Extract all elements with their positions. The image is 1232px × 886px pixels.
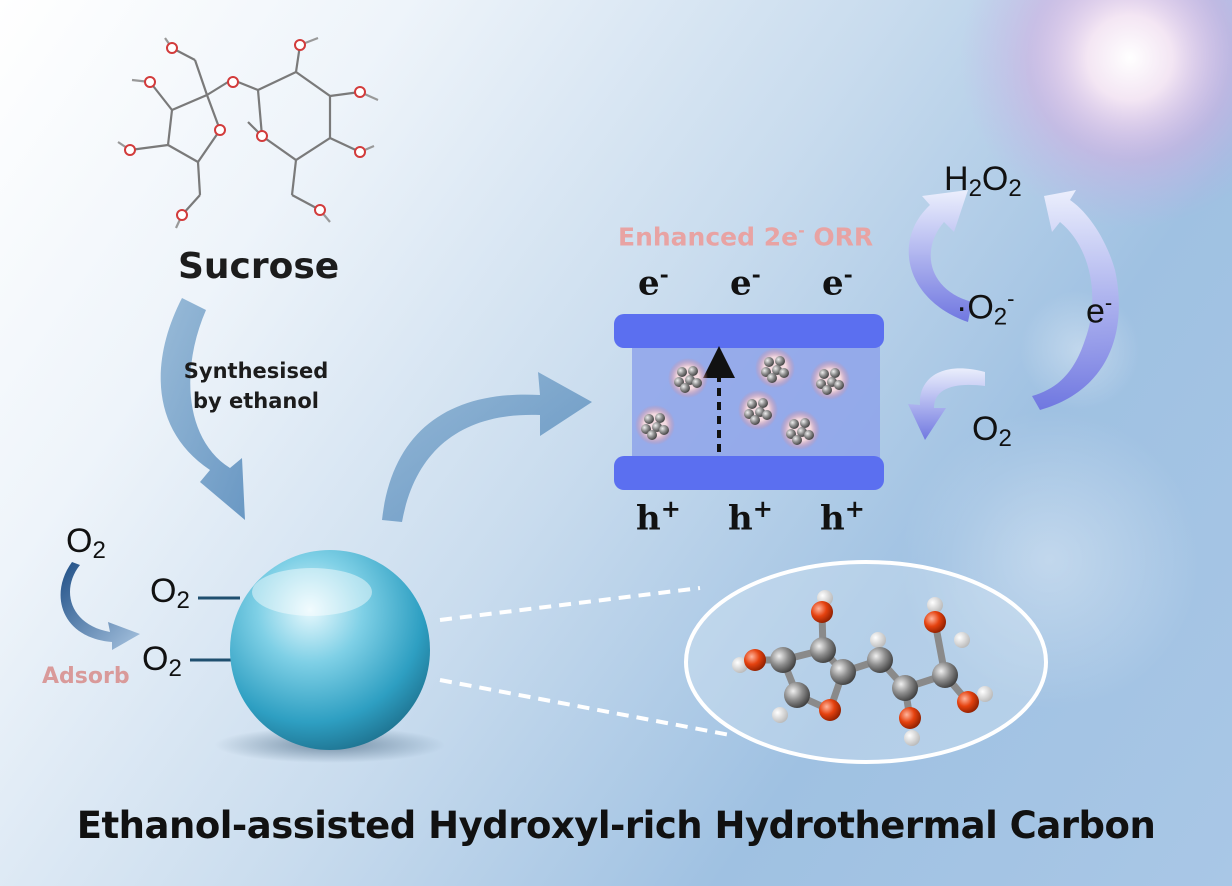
lens-halo-small [1020, 290, 1140, 410]
enhanced-main: Enhanced 2e [618, 222, 799, 252]
enhanced-sup: - [798, 221, 805, 240]
cycle-electron-label: e- [1086, 290, 1113, 331]
sucrose-oxygen-atoms [124, 39, 366, 221]
synthesis-line-2: by ethanol [192, 389, 319, 413]
hole-label-3: h+ [820, 494, 865, 539]
sphere-highlight [252, 568, 372, 616]
sucrose-label: Sucrose [178, 246, 340, 287]
electron-label-3: e- [822, 262, 853, 304]
enhanced-orr-label: Enhanced 2e- ORR [618, 221, 873, 251]
hydroxyl-molecule-icon [732, 590, 993, 746]
superoxide-label: ·O2- [956, 286, 1015, 331]
synthesis-arrow-icon [160, 298, 245, 520]
synthesis-label: Synthesised by ethanol [176, 356, 336, 416]
sucrose-molecule-icon [117, 36, 379, 229]
o2-adsorbed-label-2: O2 [142, 640, 182, 682]
hole-label-1: h+ [636, 494, 681, 539]
electron-label-2: e- [730, 262, 761, 304]
synthesis-line-1: Synthesised [183, 359, 329, 383]
h2o2-label: H2O2 [944, 160, 1022, 202]
o2-cycle-label: O2 [972, 410, 1012, 452]
lens-flare [960, 0, 1232, 228]
carbon-sphere [230, 550, 430, 750]
adsorb-arrow-icon [60, 562, 141, 650]
electron-label-1: e- [638, 262, 669, 304]
to-band-arrow-icon [382, 372, 592, 522]
lens-halo [900, 410, 1200, 710]
enhanced-tail: ORR [804, 222, 874, 252]
cluster-particles [635, 348, 850, 450]
redox-cycle-arrows-icon [908, 190, 1119, 440]
conduction-band [614, 314, 884, 348]
zoom-line-top [439, 586, 701, 622]
figure-title: Ethanol-assisted Hydroxyl-rich Hydrother… [76, 804, 1156, 847]
hole-label-2: h+ [728, 494, 773, 539]
adsorb-label: Adsorb [42, 664, 130, 689]
valence-band [614, 456, 884, 490]
o2-adsorbed-label-1: O2 [150, 572, 190, 614]
o2-free-label: O2 [66, 522, 106, 564]
zoom-line-bottom [439, 678, 731, 737]
